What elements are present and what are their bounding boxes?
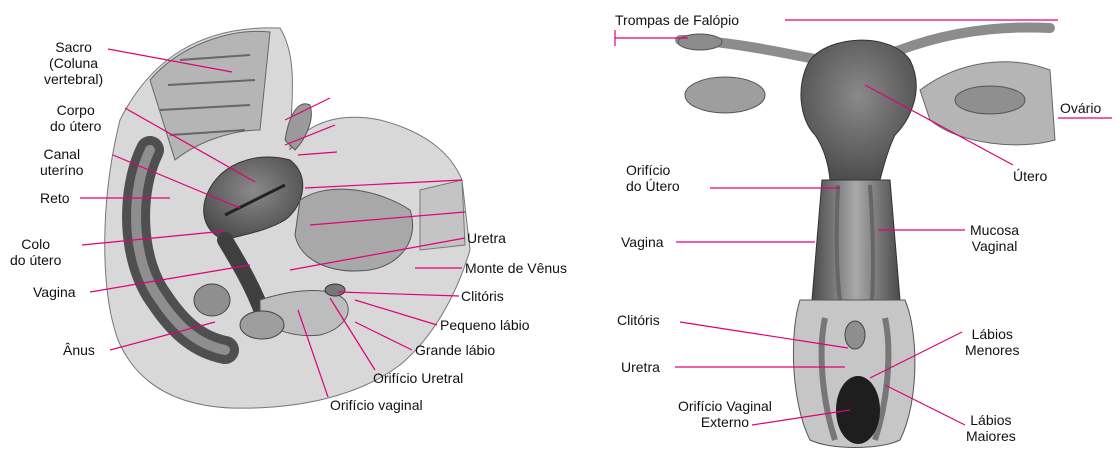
label-labios-maiores: Lábios Maiores bbox=[966, 412, 1016, 444]
label-labios-menores: Lábios Menores bbox=[965, 326, 1019, 358]
label-uretra-left: Uretra bbox=[467, 230, 506, 246]
label-clitoris-left: Clitóris bbox=[461, 288, 504, 304]
label-orificio-vaginal: Orifício vaginal bbox=[330, 397, 423, 413]
label-orificio-vaginal-externo: Orifício Vaginal Externo bbox=[678, 398, 772, 430]
label-utero: Útero bbox=[1013, 168, 1047, 184]
label-mucosa-vaginal: Mucosa Vaginal bbox=[970, 222, 1019, 254]
label-canal-uterino: Canal uteríno bbox=[40, 146, 84, 178]
label-anus: Ânus bbox=[63, 342, 95, 358]
label-colo-do-utero: Colo do útero bbox=[10, 236, 61, 268]
label-sacro: Sacro (Coluna vertebral) bbox=[44, 39, 103, 87]
label-clitoris-right: Clitóris bbox=[617, 312, 660, 328]
label-grande-labio: Grande lábio bbox=[415, 342, 495, 358]
label-orificio-do-utero: Orifício do Útero bbox=[626, 162, 680, 194]
label-vagina-right: Vagina bbox=[621, 234, 664, 250]
label-vagina-left: Vagina bbox=[33, 284, 76, 300]
label-orificio-uretral: Orifício Uretral bbox=[373, 370, 463, 386]
label-corpo-do-utero: Corpo do útero bbox=[50, 102, 101, 134]
label-pequeno-labio: Pequeno lábio bbox=[440, 317, 530, 333]
label-trompas-de-falopio: Trompas de Falópio bbox=[615, 12, 739, 28]
label-reto: Reto bbox=[40, 190, 70, 206]
label-monte-de-venus: Monte de Vênus bbox=[465, 260, 567, 276]
label-ovario: Ovário bbox=[1060, 100, 1101, 116]
label-uretra-right: Uretra bbox=[621, 359, 660, 375]
